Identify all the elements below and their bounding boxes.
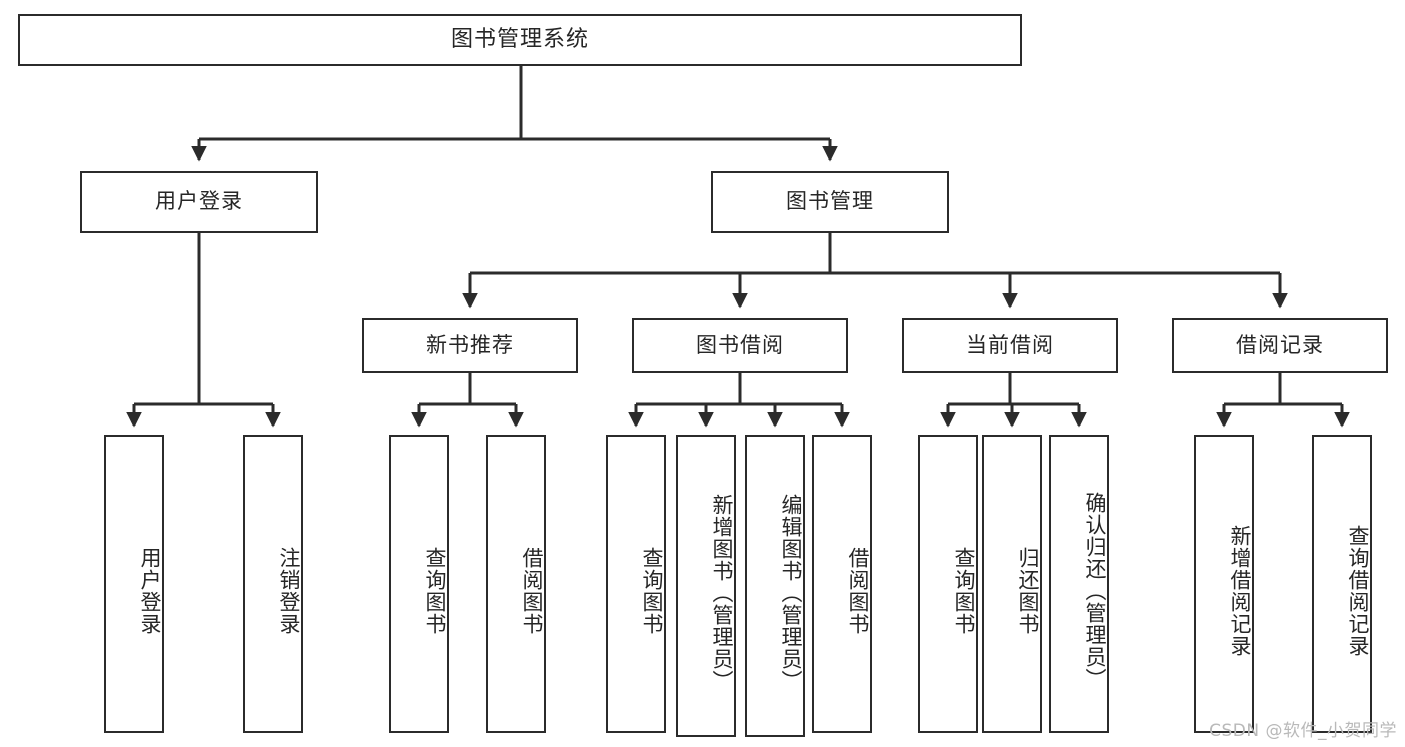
watermark-text: CSDN @软件_小贺同学 bbox=[1209, 721, 1397, 741]
leaf-query-book-recommend[interactable]: 查询图书 bbox=[389, 435, 449, 733]
leaf-edit-book-admin[interactable]: 编辑图书（管理员） bbox=[745, 435, 805, 737]
leaf-query-book-current[interactable]: 查询图书 bbox=[918, 435, 978, 733]
leaf-add-book-admin[interactable]: 新增图书（管理员） bbox=[676, 435, 736, 737]
leaf-user-login[interactable]: 用户登录 bbox=[104, 435, 164, 733]
leaf-query-book-borrow[interactable]: 查询图书 bbox=[606, 435, 666, 733]
leaf-return-book[interactable]: 归还图书 bbox=[982, 435, 1042, 733]
node-new-book-recommend[interactable]: 新书推荐 bbox=[362, 318, 578, 373]
leaf-borrow-book[interactable]: 借阅图书 bbox=[812, 435, 872, 733]
leaf-add-borrow-record[interactable]: 新增借阅记录 bbox=[1194, 435, 1254, 733]
leaf-confirm-return-admin[interactable]: 确认归还（管理员） bbox=[1049, 435, 1109, 733]
leaf-user-logout[interactable]: 注销登录 bbox=[243, 435, 303, 733]
node-borrow-record[interactable]: 借阅记录 bbox=[1172, 318, 1388, 373]
node-current-borrow[interactable]: 当前借阅 bbox=[902, 318, 1118, 373]
leaf-borrow-book-recommend[interactable]: 借阅图书 bbox=[486, 435, 546, 733]
node-book-borrow[interactable]: 图书借阅 bbox=[632, 318, 848, 373]
node-root-system[interactable]: 图书管理系统 bbox=[18, 14, 1022, 66]
node-book-manage[interactable]: 图书管理 bbox=[711, 171, 949, 233]
node-user-login[interactable]: 用户登录 bbox=[80, 171, 318, 233]
leaf-query-borrow-record[interactable]: 查询借阅记录 bbox=[1312, 435, 1372, 733]
